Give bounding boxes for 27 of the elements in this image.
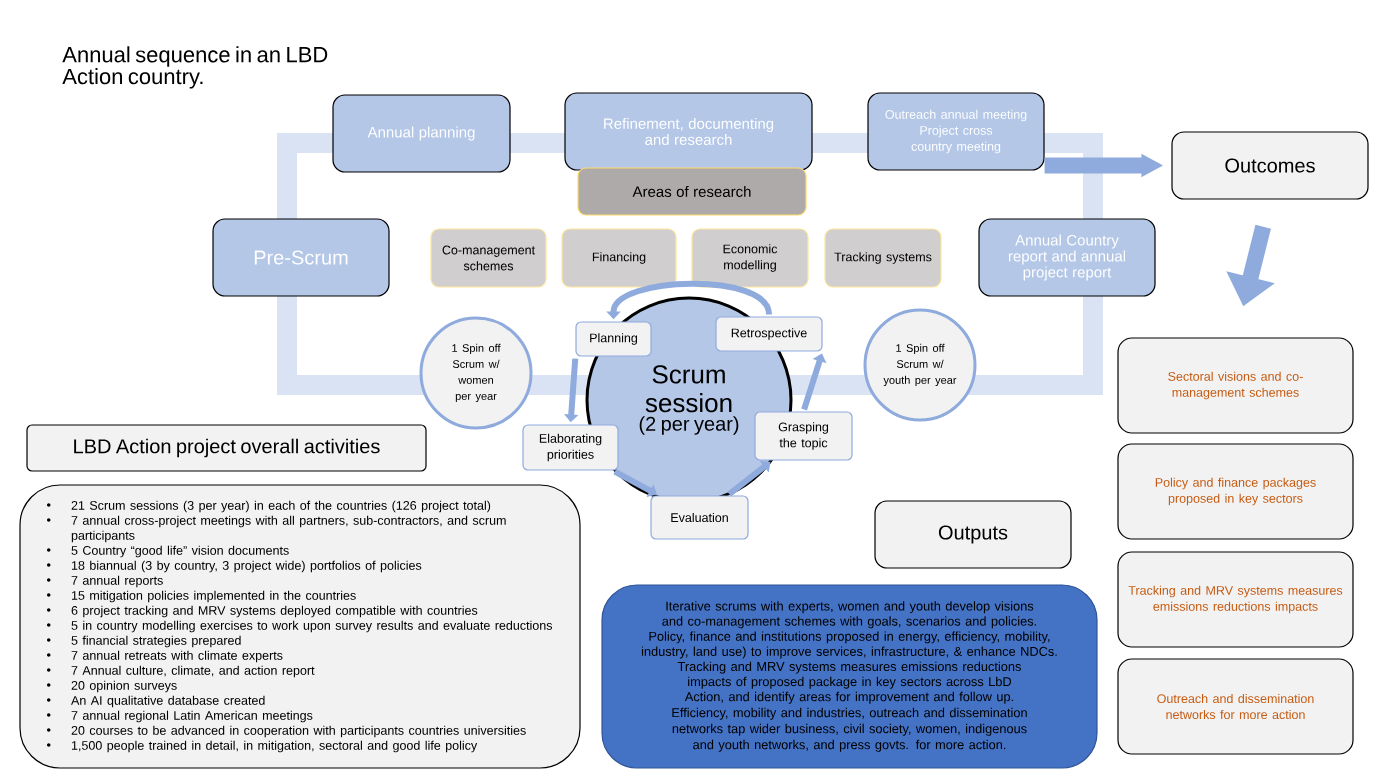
research-heading-box: Areas of research [577,167,807,216]
process-box: Pre-Scrum [212,218,390,297]
step-box: Elaborating priorities [522,424,619,471]
outcome-box: Tracking and MRV systems measures emissions reductions impacts [1117,551,1354,648]
activity-list-box: 21 Scrum sessions (3 per year) in each of the countries (126 project total) 7 annual cross-project meetings with all partners, sub-contractors, and scrum participants 5 Country “good life” vision documents 18 biannual (3 by country, 3 project wide) portfolios of policies 7 annual reports 15 mitigation policies implemented in the countries 6 project tracking and MRV systems deployed compatible with countries 5 in country modelling exercises to work upon survey results and evaluate reductions 5 financial strategies prepared 7 annual retreats with climate experts 7 Annual culture, climate, and action report 20 opinion surveys An AI qualitative database created 7 annual regional Latin American meetings 20 courses to be advanced in cooperation with participants countries universities 1,500 people trained in detail, in mitigation, sectoral and good life policy [19,484,581,769]
research-area-box: Co-management schemes [430,228,547,288]
heading-box: LBD Action project overall activities [26,424,427,472]
process-box: Annual Country report and annual project report [978,218,1156,297]
process-box: Outreach annual meeting Project cross country meeting [867,92,1045,171]
arrow [727,461,771,497]
step-box: Planning [575,321,652,357]
process-box: Annual planning [332,94,511,173]
title: Annual sequence in an LBD Action country. [62,46,328,89]
heading-box: Outcomes [1171,131,1369,200]
arrow [613,468,657,497]
outcome-box: Policy and finance packages proposed in key sectors [1117,443,1354,540]
outcome-box: Sectoral visions and co-management schemes [1117,337,1354,434]
heading-box: Outputs [874,500,1072,569]
research-area-box: Economic modelling [691,228,809,288]
step-box: Grasping the topic [754,411,853,461]
outputs-box: Iterative scrums with experts, women and youth develop visions and co-management schemes with goals, scenarios and policies. Policy, finance and institutions proposed in energy, efficiency, mobility, industry, land use) to improve services, infrastructure, & enhance NDCs. Tracking and MRV systems measures emissions reductions impacts of proposed package in key sectors across LbD Action, and identify areas for improvement and follow up. Efficiency, mobility and industries, outreach and dissemination networks tap wider business, civil society, women, indigenous and youth networks, and press govts. for more action. [601,584,1098,769]
outcome-box: Outreach and dissemination networks for more action [1117,658,1354,755]
research-area-box: Tracking systems [824,228,942,288]
research-area-box: Financing [561,228,677,288]
process-box: Refinement, documenting and research [564,92,813,171]
step-box: Retrospective [715,316,823,352]
step-box: Evaluation [650,495,749,540]
